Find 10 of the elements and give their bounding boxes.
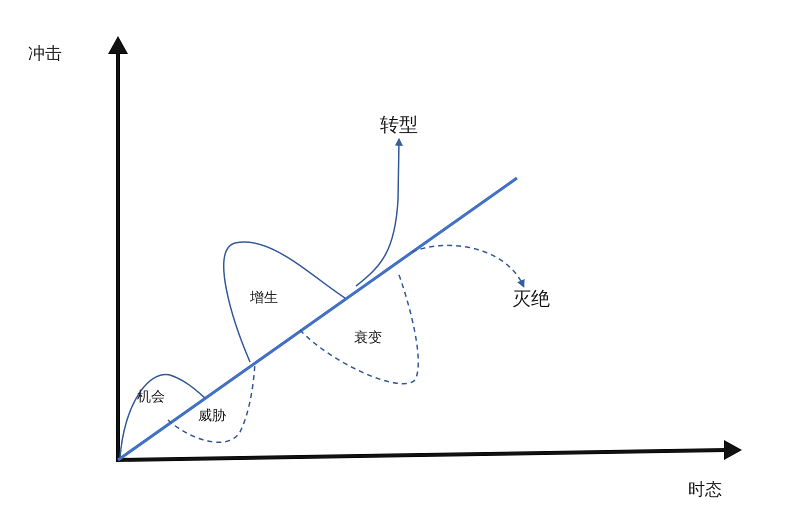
phase-label: 衰变 <box>354 330 382 347</box>
arrow <box>412 244 524 288</box>
phase-label: 威胁 <box>198 408 226 425</box>
arrow <box>356 138 403 287</box>
axis-title: 时态 <box>688 480 722 500</box>
phase-label: 增生 <box>250 290 278 307</box>
axis-title: 冲击 <box>28 44 62 64</box>
outcome-label: 灭绝 <box>512 288 550 311</box>
phase-label: 机会 <box>137 389 165 406</box>
outcome-label: 转型 <box>380 114 418 137</box>
